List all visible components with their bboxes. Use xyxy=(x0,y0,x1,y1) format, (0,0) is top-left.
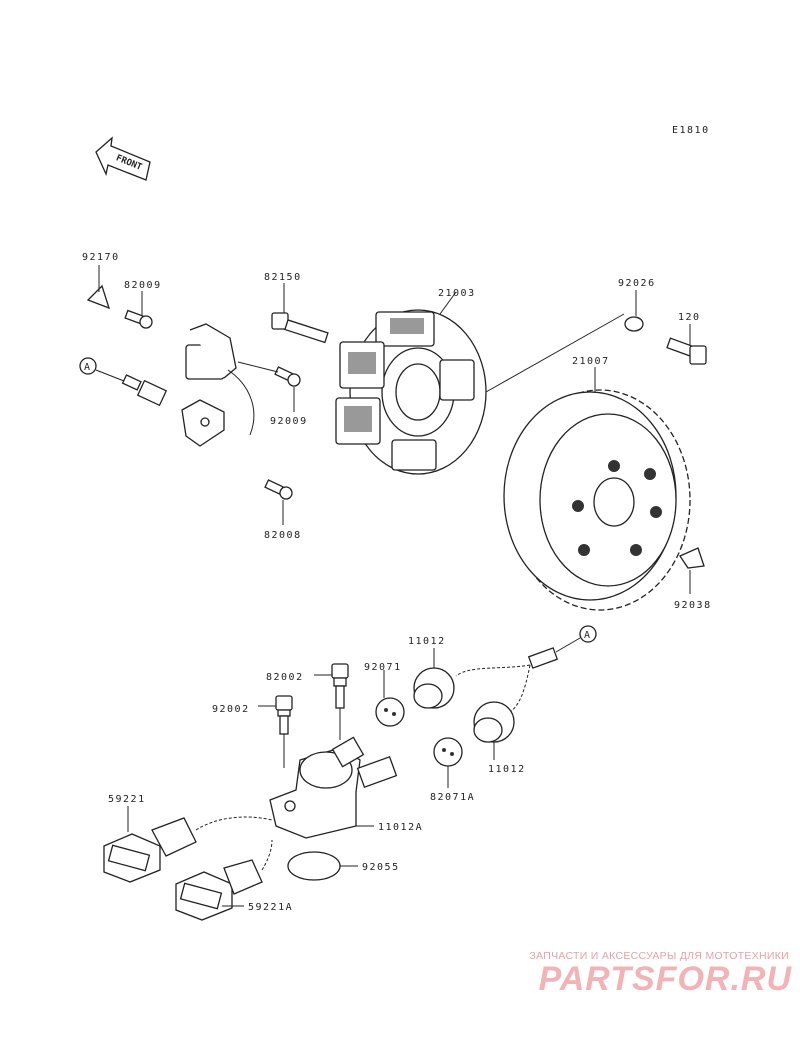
label-82002: 82002 xyxy=(266,672,304,683)
label-11012-right: 11012 xyxy=(488,764,526,775)
part-11012-cap-upper xyxy=(413,667,455,709)
part-92071-grommet xyxy=(375,697,405,727)
label-92038: 92038 xyxy=(674,600,712,611)
part-82002-bolt xyxy=(331,663,349,709)
wire-harness-upper xyxy=(121,323,357,459)
label-92071: 92071 xyxy=(364,662,402,673)
label-92002: 92002 xyxy=(212,704,250,715)
ref-a-marker-upper xyxy=(79,357,97,375)
part-82009-screw xyxy=(124,309,153,329)
label-21003: 21003 xyxy=(438,288,476,299)
part-11012a-cover xyxy=(269,736,398,839)
part-92009-screw xyxy=(274,366,301,387)
label-92170: 92170 xyxy=(82,252,120,263)
part-92038-key xyxy=(679,547,705,569)
label-92055: 92055 xyxy=(362,862,400,873)
watermark-brand: PARTSFOR.RU xyxy=(538,960,792,998)
ref-a-marker-lower xyxy=(579,625,597,643)
part-82008-screw xyxy=(264,479,293,500)
ref-a-lower: A xyxy=(584,630,592,641)
part-92002-bolt xyxy=(275,695,293,735)
part-120-bolt xyxy=(666,337,707,365)
label-59221: 59221 xyxy=(108,794,146,805)
part-21007-flywheel xyxy=(503,389,691,611)
part-92170-clip xyxy=(86,284,111,310)
label-82008: 82008 xyxy=(264,530,302,541)
label-11012-top: 11012 xyxy=(408,636,446,647)
part-11012-cap-lower xyxy=(473,701,515,743)
part-59221-connector xyxy=(103,816,273,883)
label-11012a: 11012A xyxy=(378,822,423,833)
diagram-code: E1810 xyxy=(672,125,710,136)
label-92009: 92009 xyxy=(270,416,308,427)
part-82150-bolt xyxy=(271,312,329,344)
label-92026: 92026 xyxy=(618,278,656,289)
part-92026-washer xyxy=(624,316,644,332)
label-82071a: 82071A xyxy=(430,792,475,803)
ref-a-upper: A xyxy=(84,362,92,373)
front-arrow-icon: FRONT xyxy=(95,136,151,181)
part-59221a-connector xyxy=(175,839,273,921)
label-21007: 21007 xyxy=(572,356,610,367)
label-120: 120 xyxy=(678,312,701,323)
watermark-subtitle: ЗАПЧАСТИ И АКСЕССУАРЫ ДЛЯ МОТОТЕХНИКИ xyxy=(529,950,789,962)
label-59221a: 59221A xyxy=(248,902,293,913)
part-82071a-grommet xyxy=(433,737,463,767)
label-82150: 82150 xyxy=(264,272,302,283)
label-82009: 82009 xyxy=(124,280,162,291)
part-92055-oring xyxy=(287,851,341,881)
part-21003-stator xyxy=(335,309,487,475)
